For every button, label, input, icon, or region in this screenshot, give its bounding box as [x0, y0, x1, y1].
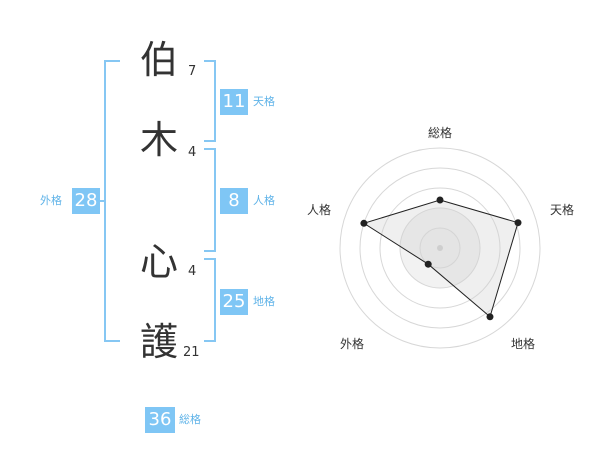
radar-point-3 — [486, 313, 494, 321]
chikaku-bracket — [204, 258, 216, 342]
chikaku-score: 25 — [220, 289, 248, 315]
radar-label-jinkaku: 人格 — [307, 203, 332, 217]
name-char-2: 木 — [140, 118, 179, 162]
name-char-3: 心 — [140, 240, 179, 284]
name-char-1: 伯 — [140, 38, 179, 82]
radar-label-chikaku: 地格 — [511, 337, 536, 351]
radar-polygon — [362, 199, 519, 318]
radar-label-gaikaku: 外格 — [340, 337, 365, 351]
radar-point-1 — [436, 196, 444, 204]
radar-grid — [339, 147, 541, 349]
tenkaku-bracket — [204, 60, 216, 142]
radar-point-5 — [360, 219, 368, 227]
stroke-count-1: 7 — [188, 64, 197, 79]
radar-chart — [339, 147, 541, 349]
jinkaku-score: 8 — [220, 188, 248, 214]
stroke-count-3: 4 — [188, 264, 197, 279]
gaikaku-bracket — [104, 60, 120, 342]
soukaku-score: 36 — [145, 407, 175, 433]
radar-label-tenkaku: 天格 — [550, 203, 575, 217]
radar-points — [360, 196, 522, 321]
gaikaku-score: 28 — [72, 188, 100, 214]
tenkaku-label: 天格 — [253, 95, 275, 108]
gaikaku-bracket-tick — [98, 200, 106, 202]
stroke-count-2: 4 — [188, 145, 197, 160]
jinkaku-bracket — [204, 148, 216, 252]
tenkaku-score: 11 — [220, 89, 248, 115]
gaikaku-label: 外格 — [40, 194, 62, 207]
radar-point-4 — [424, 260, 432, 268]
name-char-4: 護 — [140, 320, 179, 364]
radar-point-2 — [514, 219, 522, 227]
soukaku-label: 総格 — [179, 413, 201, 426]
stroke-count-4: 21 — [183, 345, 200, 360]
radar-label-soukaku: 総格 — [428, 126, 453, 140]
jinkaku-label: 人格 — [253, 194, 275, 207]
chikaku-label: 地格 — [253, 295, 275, 308]
